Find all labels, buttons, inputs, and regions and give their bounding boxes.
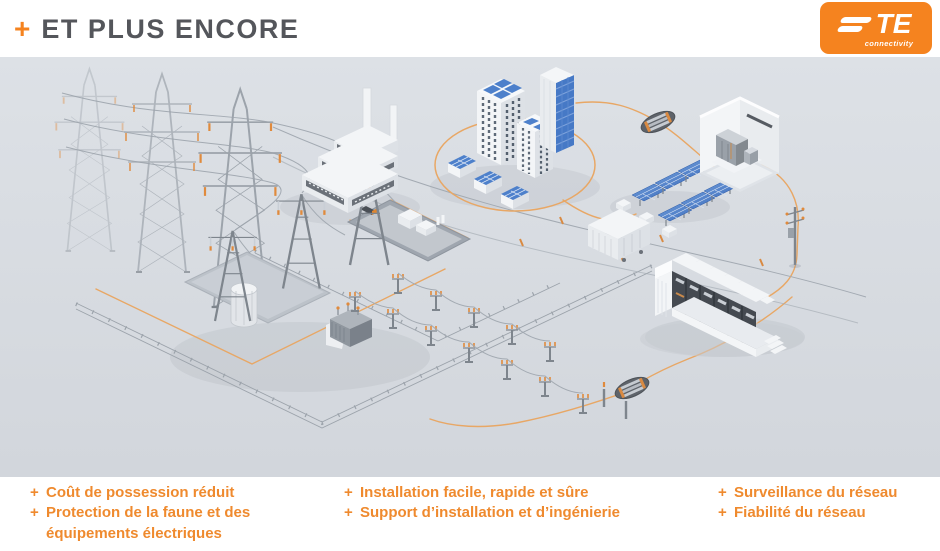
city-buildings	[434, 23, 596, 212]
storage-trailer	[588, 209, 650, 262]
perimeter-fence	[75, 249, 653, 429]
apartment-tower	[517, 114, 553, 178]
benefit-text: Coût de possession réduit	[46, 484, 235, 501]
benefit-text: Installation facile, rapide et sûre	[360, 484, 589, 501]
plus-bullet-icon: +	[30, 484, 39, 501]
te-logo-letters: TE	[875, 8, 912, 39]
switchgear-container	[640, 253, 804, 357]
benefit-text: Protection de la faune et des équipement…	[46, 504, 251, 542]
benefit-text: Support d’installation et d’ingénierie	[360, 504, 621, 522]
container-aux-box	[760, 296, 775, 304]
gis-equipment-icon	[398, 209, 445, 236]
electrical-cabinet-icon	[716, 129, 758, 166]
blue-skyscraper	[540, 23, 575, 153]
benefit-item: + Surveillance du réseau	[718, 483, 940, 503]
factory	[302, 87, 398, 213]
plus-icon: +	[14, 13, 31, 44]
benefit-item: + Fiabilité du réseau	[718, 503, 940, 523]
plus-bullet-icon: +	[344, 484, 353, 501]
plus-bullet-icon: +	[718, 504, 727, 522]
plus-bullet-icon: +	[30, 504, 39, 522]
benefits-column-1: + Coût de possession réduit + Protection…	[30, 483, 344, 544]
benefit-text: Fiabilité du réseau	[734, 504, 866, 522]
plus-bullet-icon: +	[718, 484, 727, 501]
benefit-item: + Coût de possession réduit	[30, 483, 344, 503]
equipment-shelter	[699, 96, 780, 192]
stairs-icon	[764, 335, 787, 354]
benefit-item: + Support d’installation et d’ingénierie	[344, 503, 718, 523]
grid-illustration-panel	[0, 23, 940, 477]
benefit-item: + Installation facile, rapide et sûre	[344, 483, 718, 503]
benefits-column-2: + Installation facile, rapide et sûre + …	[344, 483, 718, 544]
benefit-item: + Protection de la faune et des équipeme…	[30, 503, 344, 544]
plus-bullet-icon: +	[344, 504, 353, 522]
grid-illustration	[0, 23, 940, 477]
benefits-footer: + Coût de possession réduit + Protection…	[0, 483, 940, 544]
container-roof-lids	[672, 253, 770, 302]
benefits-column-3: + Surveillance du réseau + Fiabilité du …	[718, 483, 940, 544]
te-logo-bars-icon	[836, 16, 873, 32]
utility-pole	[785, 207, 805, 268]
te-logo-subbrand: connectivity	[864, 39, 914, 48]
page-header: + ET PLUS ENCORE TE connectivity	[0, 0, 940, 57]
transformer-icon	[326, 302, 372, 349]
benefit-text: Surveillance du réseau	[734, 484, 898, 501]
te-connectivity-logo: TE connectivity	[820, 2, 932, 54]
substation	[183, 165, 628, 419]
page-title: + ET PLUS ENCORE	[14, 13, 299, 45]
page-title-text: ET PLUS ENCORE	[41, 14, 300, 44]
